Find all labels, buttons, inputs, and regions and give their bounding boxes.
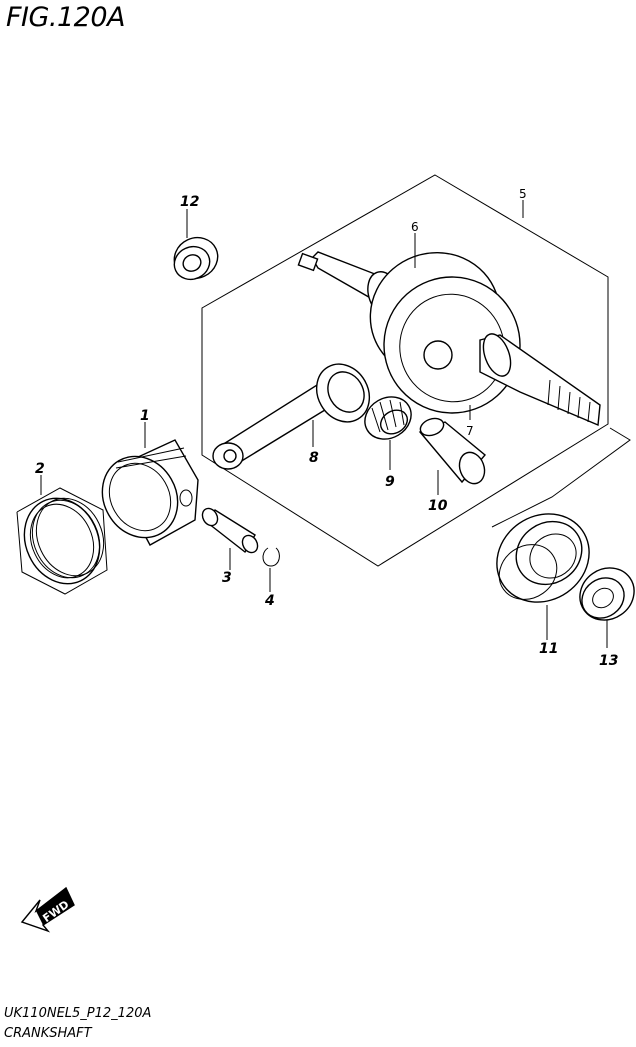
part-label-5[interactable]: 5 xyxy=(519,187,527,201)
fwd-arrow-icon: FWD xyxy=(20,886,75,933)
part-label-1[interactable]: 1 xyxy=(140,408,150,424)
part-label-2[interactable]: 2 xyxy=(35,461,45,477)
piston-part-1[interactable] xyxy=(88,439,199,551)
part-label-3[interactable]: 3 xyxy=(222,570,232,586)
part-label-9[interactable]: 9 xyxy=(385,474,395,490)
drawing-code: UK110NEL5_P12_120A xyxy=(4,1006,152,1021)
circlip-part-4[interactable] xyxy=(262,547,280,567)
piston-ring-set-part-2[interactable] xyxy=(11,486,116,596)
bearing-part-11[interactable] xyxy=(480,496,607,620)
figure-title: FIG.120A xyxy=(6,2,126,33)
oil-seal-part-13[interactable] xyxy=(570,557,636,630)
bearing-group-bracket xyxy=(491,427,631,528)
crank-pin-part-10[interactable] xyxy=(418,415,489,487)
part-label-11[interactable]: 11 xyxy=(539,641,558,657)
part-label-4[interactable]: 4 xyxy=(264,593,275,609)
part-label-12[interactable]: 12 xyxy=(180,194,199,210)
connecting-rod-part-8[interactable] xyxy=(212,355,380,470)
crankshaft-part-6-7[interactable] xyxy=(297,235,601,433)
part-label-13[interactable]: 13 xyxy=(599,653,618,669)
part-label-10[interactable]: 10 xyxy=(428,498,448,514)
drawing-name: CRANKSHAFT xyxy=(4,1026,92,1041)
oil-seal-part-12[interactable] xyxy=(168,231,225,286)
assembly-outline xyxy=(201,174,609,567)
part-label-6[interactable]: 6 xyxy=(411,220,419,234)
part-label-8[interactable]: 8 xyxy=(309,450,319,466)
needle-bearing-part-9[interactable] xyxy=(357,389,419,448)
part-label-7[interactable]: 7 xyxy=(466,424,474,438)
piston-pin-part-3[interactable] xyxy=(199,506,260,556)
